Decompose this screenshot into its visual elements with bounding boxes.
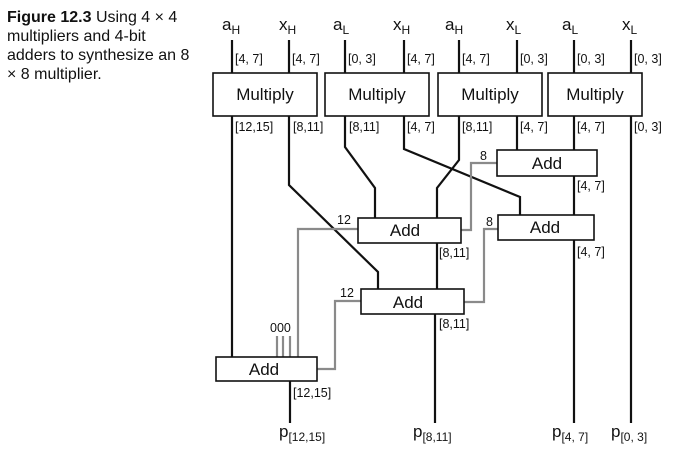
output-label-0: p[12,15] xyxy=(279,422,325,444)
input-range-0: [4, 7] xyxy=(235,52,263,66)
carry-add1-to-add2 xyxy=(461,161,497,232)
add-label-4: Add xyxy=(393,293,423,312)
input-label-4: aH xyxy=(445,15,463,37)
product-range-0: [12,15] xyxy=(235,120,273,134)
figure-caption: Figure 12.3 Using 4 × 4 multipliers and … xyxy=(7,8,197,84)
adder-output-range-add3: [4, 7] xyxy=(577,245,605,259)
input-label-1: xH xyxy=(279,15,296,37)
add-box-2: Add xyxy=(357,217,462,244)
input-label-3: xH xyxy=(393,15,410,37)
width-label-add5: 000 xyxy=(270,321,291,335)
product-range-6: [4, 7] xyxy=(577,120,605,134)
product-range-2: [8,11] xyxy=(349,120,379,134)
output-label-1: p[8,11] xyxy=(413,422,452,444)
input-range-2: [0, 3] xyxy=(348,52,376,66)
add-label-2: Add xyxy=(390,221,420,240)
add-box-3: Add xyxy=(497,214,595,241)
carry-add4-to-add5 xyxy=(317,299,361,371)
product-range-4: [8,11] xyxy=(462,120,492,134)
input-label-2: aL xyxy=(333,15,349,37)
multiply-label-3: Multiply xyxy=(461,85,519,104)
input-range-3: [4, 7] xyxy=(407,52,435,66)
multiply-label-1: Multiply xyxy=(236,85,294,104)
input-label-5: xL xyxy=(506,15,522,37)
wire-lh-high xyxy=(343,116,377,218)
carry-add2-to-add5 xyxy=(296,227,358,357)
input-label-6: aL xyxy=(562,15,578,37)
product-range-1: [8,11] xyxy=(293,120,323,134)
figure-label: Figure 12.3 xyxy=(7,9,92,26)
multiply-box-2: Multiply xyxy=(324,72,430,117)
multiply-box-1: Multiply xyxy=(212,72,318,117)
output-label-3: p[0, 3] xyxy=(611,422,647,444)
output-label-2: p[4, 7] xyxy=(552,422,588,444)
adder-output-range-add5: [12,15] xyxy=(293,386,331,400)
carry-add3-to-add4 xyxy=(464,227,498,304)
input-range-1: [4, 7] xyxy=(292,52,320,66)
width-label-add1: 8 xyxy=(480,149,487,163)
wire-hh-low xyxy=(287,116,380,289)
multiply-label-2: Multiply xyxy=(348,85,406,104)
width-label-add4: 12 xyxy=(340,286,354,300)
product-range-3: [4, 7] xyxy=(407,120,435,134)
add-label-1: Add xyxy=(532,154,562,173)
input-label-7: xL xyxy=(622,15,638,37)
adder-output-range-add2: [8,11] xyxy=(439,246,469,260)
multiply-box-3: Multiply xyxy=(437,72,543,117)
width-label-add2: 12 xyxy=(337,213,351,227)
product-range-5: [4, 7] xyxy=(520,120,548,134)
adder-output-range-add1: [4, 7] xyxy=(577,179,605,193)
wire-lh-low xyxy=(402,116,522,215)
multiply-box-4: Multiply xyxy=(547,72,643,117)
input-range-5: [0, 3] xyxy=(520,52,548,66)
multiply-label-4: Multiply xyxy=(566,85,624,104)
caption-text: Using 4 × 4 multipliers and 4-bit adders… xyxy=(7,9,190,83)
adder-output-range-add4: [8,11] xyxy=(439,317,469,331)
input-range-4: [4, 7] xyxy=(462,52,490,66)
input-range-7: [0, 3] xyxy=(634,52,662,66)
add-box-5: Add xyxy=(215,356,318,382)
width-label-add3: 8 xyxy=(486,215,493,229)
add-label-5: Add xyxy=(249,360,279,379)
input-label-0: aH xyxy=(222,15,240,37)
input-range-6: [0, 3] xyxy=(577,52,605,66)
add-label-3: Add xyxy=(530,218,560,237)
add-box-4: Add xyxy=(360,288,465,315)
product-range-7: [0, 3] xyxy=(634,120,662,134)
add-box-1: Add xyxy=(496,149,598,177)
wire-hl-high xyxy=(435,116,461,218)
